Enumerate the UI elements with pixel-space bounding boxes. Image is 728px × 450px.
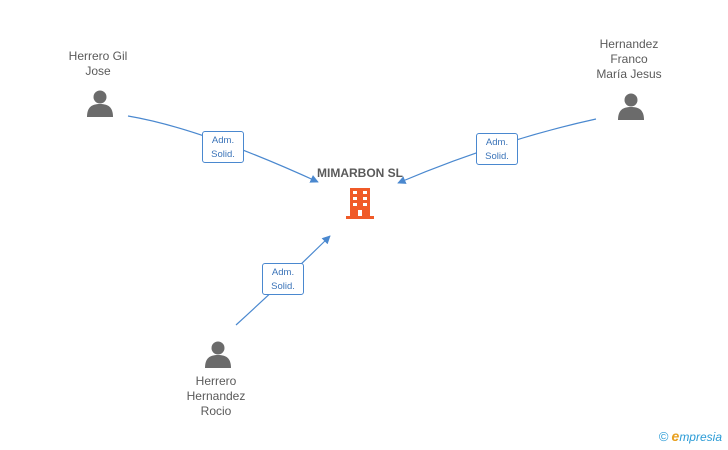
person-node-hernandez-franco[interactable]: Hernandez Franco María Jesus [579,37,679,82]
relation-label-herrero-gil[interactable]: Adm. Solid. [202,131,244,163]
brand-logo-letter: e [671,428,680,444]
relation-label-line: Adm. [271,267,295,278]
person-node-herrero-hernandez[interactable]: Herrero Hernandez Rocio [166,374,266,419]
person-icon [205,341,231,368]
person-name-line: María Jesus [596,67,662,81]
person-name-line: Hernandez [599,37,659,51]
relation-label-line: Solid. [271,281,295,292]
relation-label-line: Solid. [485,151,509,162]
relation-label-herrero-hernandez[interactable]: Adm. Solid. [262,263,304,295]
relation-label-line: Adm. [211,135,235,146]
person-name-line: Jose [85,64,111,78]
person-name-line: Herrero [195,374,237,388]
company-name[interactable]: MIMARBON SL [317,166,403,180]
building-icon [346,188,374,219]
person-name-line: Herrero Gil [68,49,128,63]
person-node-herrero-gil[interactable]: Herrero Gil Jose [48,49,148,79]
relation-label-line: Solid. [211,149,235,160]
person-icon [87,90,113,117]
copyright-symbol: © [658,428,669,444]
relation-label-hernandez-franco[interactable]: Adm. Solid. [476,133,518,165]
person-name-line: Hernandez [186,389,246,403]
empresia-watermark: © empresia [659,428,722,444]
brand-name: mpresia [679,430,722,444]
relation-label-line: Adm. [485,137,509,148]
person-name-line: Rocio [200,404,232,418]
person-icon [618,93,644,120]
person-name-line: Franco [610,52,648,66]
